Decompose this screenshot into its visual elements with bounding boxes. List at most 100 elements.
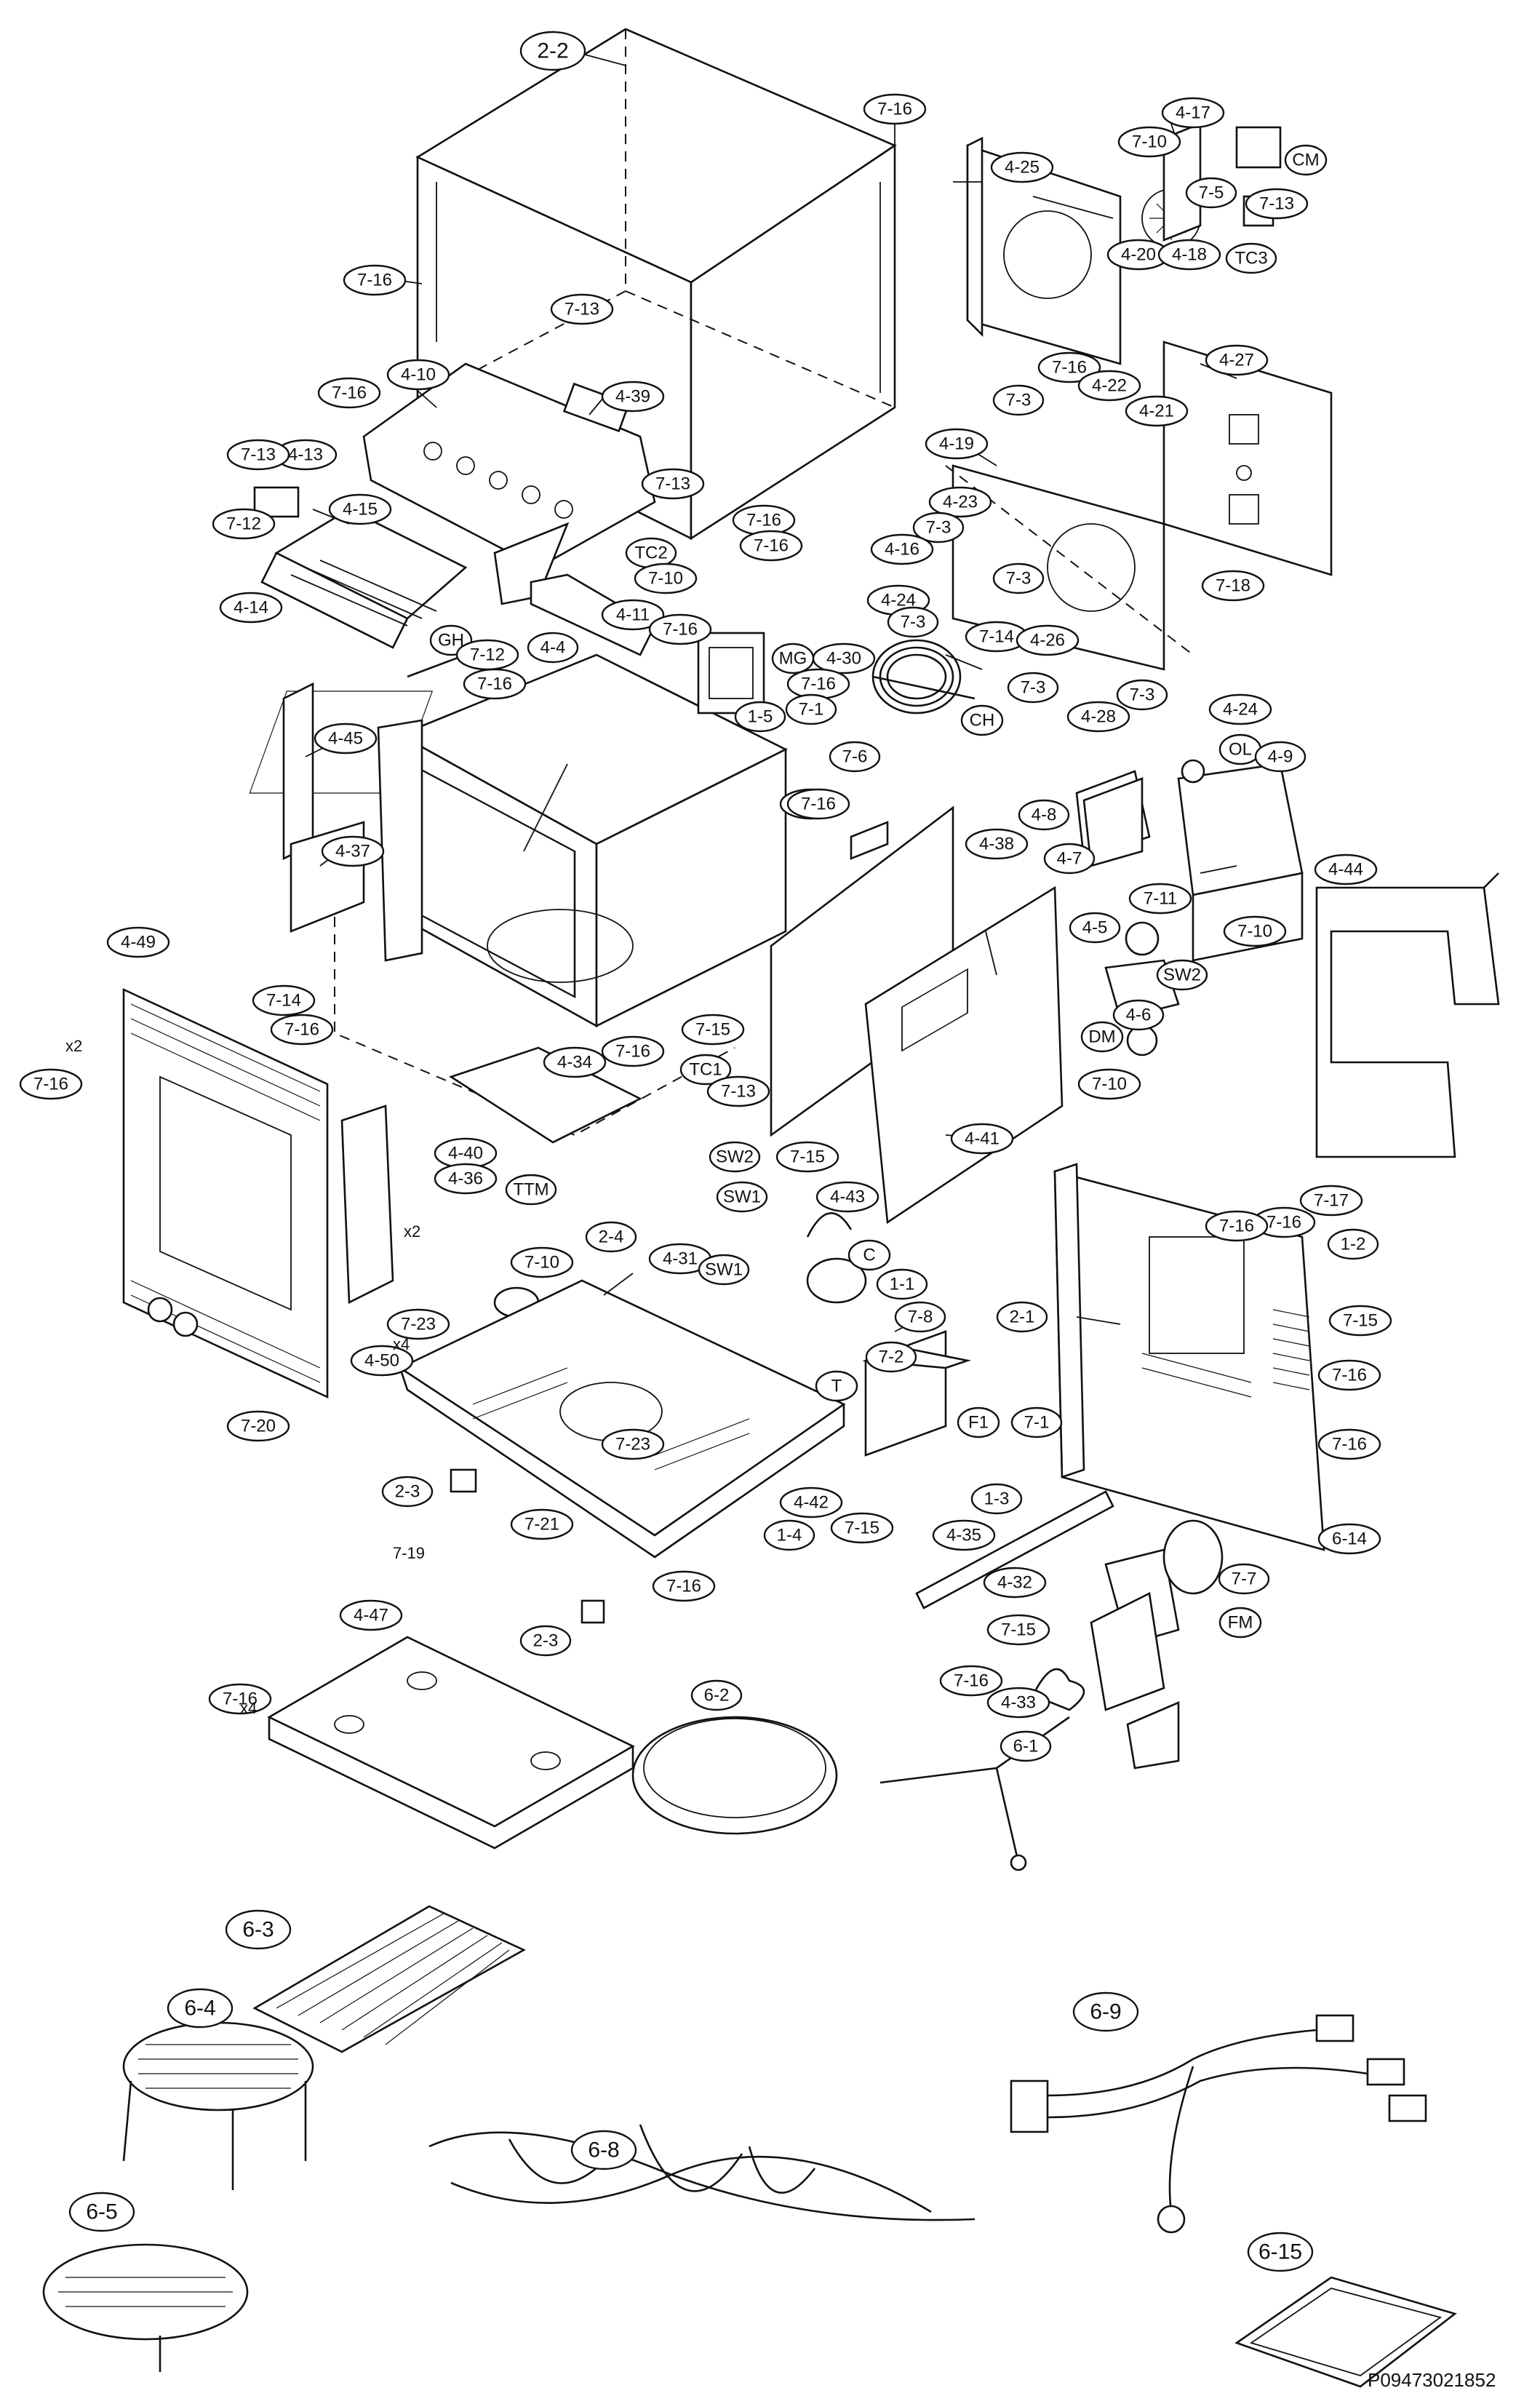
callout-bubble [763,1519,815,1551]
callout-bubble [887,606,939,638]
callout-text: 7-3 [926,518,951,538]
callout-c: C [847,1239,891,1271]
callout-bubble [463,668,527,700]
callout-text: 7-13 [655,474,690,494]
callout-bubble [1128,883,1192,915]
callout-text: 7-7 [1232,1569,1257,1589]
callout-bubble [1112,999,1165,1031]
callout-bubble [1066,701,1130,733]
callout-bubble [225,1909,292,1950]
oven-cavity-4-4 [249,653,788,1137]
callout-bubble [870,533,934,565]
callout-bubble [775,1141,839,1173]
callout-text: 4-34 [557,1053,592,1072]
callout-7-3-b: 7-3 [912,512,965,544]
roller-6-1 [879,1716,1070,1871]
callout-2-3-b: 2-3 [519,1625,572,1657]
callout-text: 4-4 [540,638,566,658]
callout-4-20: 4-20 [1106,239,1170,271]
callout-text: 4-14 [234,598,268,618]
callout-bubble [986,1614,1050,1646]
callout-4-35: 4-35 [932,1519,996,1551]
callout-bubble [1156,959,1208,991]
callout-4-50: 4-50 [350,1345,414,1377]
callout-bubble [950,1123,1014,1155]
callout-text: 4-9 [1268,747,1293,767]
callout-text: 4-7 [1057,849,1082,869]
high-rack-6-4 [122,2021,314,2190]
callout-text: 7-1 [1024,1413,1050,1433]
callout-text: 7-8 [908,1308,933,1327]
callout-bubble [1299,1185,1363,1217]
callout-bubble [912,512,965,544]
callout-text: C [863,1246,875,1265]
callout-bubble [939,1665,1003,1697]
callout-text: 7-16 [1332,1366,1367,1385]
callout-sw1-b: SW1 [698,1254,750,1286]
callout-text: TTM [513,1180,548,1200]
callout-text: 4-31 [663,1249,698,1269]
callout-7-16-u: 7-16 [208,1683,272,1715]
rear-cabinet-2-1 [1053,1163,1325,1551]
callout-text: GH [438,631,464,650]
callout-7-10-b: 7-10 [1117,126,1181,158]
callout-4-7: 4-7 [1043,843,1096,875]
callout-text: 6-4 [184,1997,215,2021]
callout-bubble [212,508,276,540]
callout-bubble [570,2130,637,2170]
callout-t: T [815,1370,858,1402]
callout-bubble [505,1174,557,1206]
callout-text: 7-16 [746,511,781,530]
callout-bubble [252,984,316,1016]
callout-text: TC2 [634,544,667,563]
callout-bubble [167,1988,234,2029]
callout-bubble [1218,1607,1262,1639]
callout-text: 7-16 [663,620,698,640]
callout-tc3: TC3 [1225,242,1277,274]
callout-text: 7-17 [1314,1191,1349,1211]
callout-2-3-a: 2-3 [381,1476,434,1508]
callout-4-21: 4-21 [1125,395,1189,427]
callout-text: 7-21 [524,1515,559,1535]
callout-text: 4-47 [354,1606,388,1625]
callout-7-3-f: 7-3 [1116,679,1168,711]
callout-2-2: 2-2 [519,31,586,71]
callout-text: 4-30 [826,649,861,669]
callout-4-4: 4-4 [527,632,579,664]
callout-2-1: 2-1 [996,1301,1048,1333]
callout-text: 7-16 [666,1577,701,1596]
callout-text: 7-10 [648,569,683,589]
callout-text: 7-14 [979,627,1014,647]
callout-text: 4-38 [979,835,1014,854]
callout-text: 4-13 [288,445,323,465]
callout-tc2: TC2 [625,537,677,569]
callout-text: 2-4 [599,1227,624,1247]
callout-text: TC3 [1234,249,1267,268]
callout-7-16-k: 7-16 [786,788,850,820]
callout-bubble [679,1054,732,1086]
low-rack-6-5 [42,2243,249,2372]
callout-7-16-q: 7-16 [1317,1359,1381,1391]
callout-7-1-b: 7-1 [1010,1406,1063,1438]
callout-bubble [1000,1730,1052,1762]
callout-text: 7-18 [1216,576,1250,596]
callout-text: 4-36 [448,1169,483,1189]
callout-7-3-d: 7-3 [887,606,939,638]
callout-bubble [1327,1228,1379,1260]
callout-bubble [932,1519,996,1551]
callout-4-6: 4-6 [1112,999,1165,1031]
part-labels: 2-27-167-167-134-397-164-107-134-137-124… [19,31,1392,2272]
door-4-49 [122,987,394,1399]
callout-7-16-g: 7-16 [648,613,712,645]
callout-4-26: 4-26 [1016,624,1080,656]
callout-text: 6-8 [588,2138,619,2162]
callout-text: 7-16 [357,271,392,290]
callout-text: 7-3 [1130,685,1155,705]
callout-text: 7-16 [332,383,367,403]
harness-6-8 [428,2124,976,2221]
rail-4-35 [915,1490,1114,1609]
reference-7-19: 7-19 [393,1544,425,1562]
callout-text: 7-16 [477,674,512,694]
callout-4-22: 4-22 [1077,370,1141,402]
